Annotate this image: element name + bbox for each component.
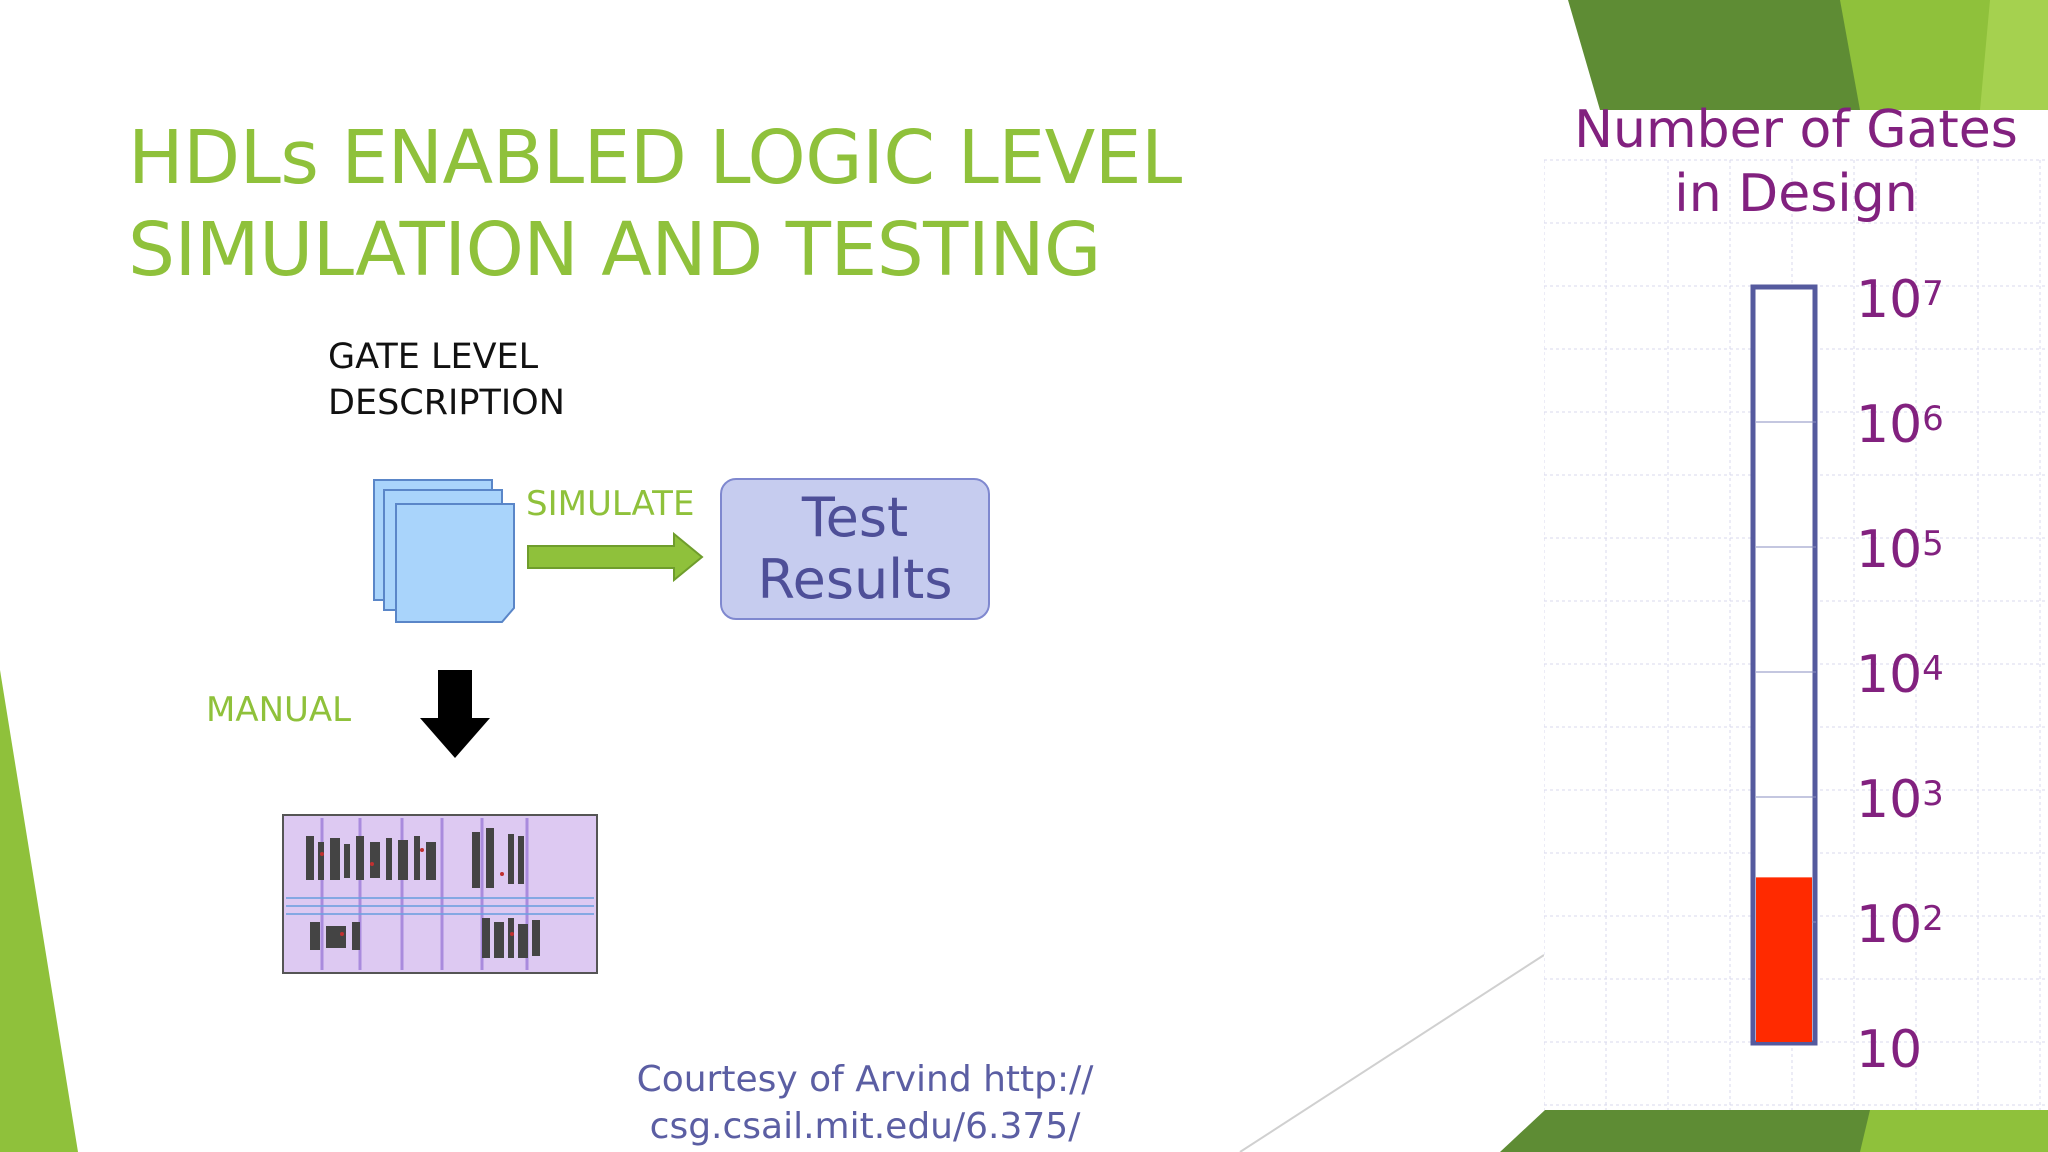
gauge-tick-label: 105 bbox=[1856, 520, 1944, 580]
simulate-label: SIMULATE bbox=[526, 484, 695, 524]
test-results-line1: Test bbox=[801, 486, 909, 549]
decorative-line bbox=[1239, 954, 1545, 1152]
gauge-tick-label: 102 bbox=[1856, 895, 1944, 955]
gauge-tick-label: 103 bbox=[1856, 770, 1944, 830]
simulate-arrow-icon bbox=[527, 532, 704, 582]
gauge-title-line2: in Design bbox=[1674, 164, 1918, 224]
bottom-right-light-green-shape bbox=[1860, 1110, 2048, 1152]
gate-level-line2: DESCRIPTION bbox=[328, 383, 565, 423]
thermometer-level-fill bbox=[1756, 877, 1812, 1042]
gauge-tick-label: 107 bbox=[1856, 270, 1944, 330]
slide-title: HDLs ENABLED LOGIC LEVEL SIMULATION AND … bbox=[128, 115, 1182, 293]
test-results-box: Test Results bbox=[720, 478, 990, 620]
gate-level-description-label: GATE LEVEL DESCRIPTION bbox=[328, 334, 565, 426]
top-right-mid-green-shape bbox=[1980, 0, 2048, 110]
stacked-documents-icon bbox=[373, 479, 515, 623]
gauge-tick-label: 106 bbox=[1856, 395, 1944, 455]
gate-level-line1: GATE LEVEL bbox=[328, 337, 539, 377]
gate-count-thermometer bbox=[1750, 284, 1818, 1046]
manual-down-arrow-icon bbox=[420, 670, 490, 758]
test-results-line2: Results bbox=[757, 548, 953, 611]
courtesy-note: Courtesy of Arvind http:// csg.csail.mit… bbox=[600, 1056, 1130, 1150]
courtesy-line1: Courtesy of Arvind http:// bbox=[636, 1059, 1094, 1100]
gauge-title: Number of Gates in Design bbox=[1544, 98, 2048, 226]
courtesy-line2: csg.csail.mit.edu/6.375/ bbox=[649, 1106, 1081, 1147]
left-green-triangle bbox=[0, 670, 78, 1152]
circuit-layout-image bbox=[282, 814, 598, 974]
manual-label: MANUAL bbox=[206, 690, 352, 730]
gauge-title-line1: Number of Gates bbox=[1574, 100, 2018, 160]
gauge-tick-label: 10 bbox=[1856, 1020, 1923, 1080]
gauge-tick-label: 104 bbox=[1856, 645, 1944, 705]
